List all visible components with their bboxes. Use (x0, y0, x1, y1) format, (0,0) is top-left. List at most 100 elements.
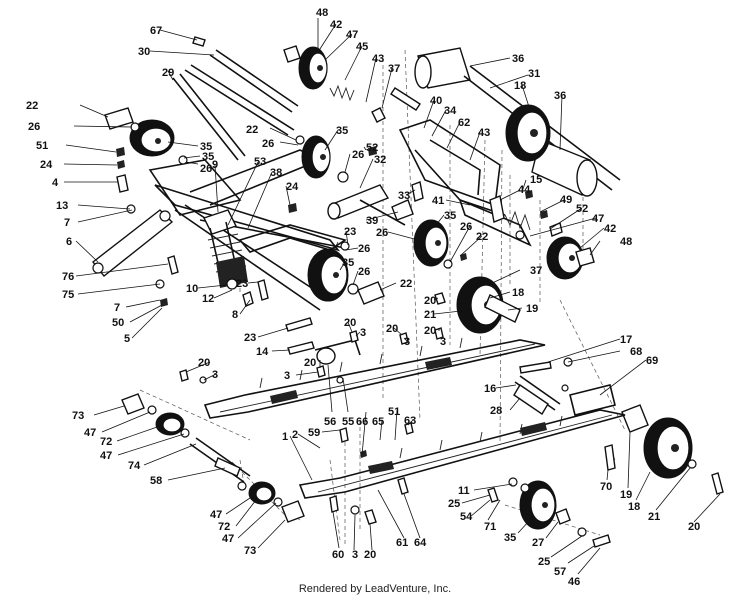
callout-35: 35 (504, 532, 516, 544)
callout-20: 20 (386, 323, 398, 335)
callout-18: 18 (514, 80, 526, 92)
callout-70: 70 (600, 481, 612, 493)
callout-7: 7 (114, 302, 120, 314)
callout-26: 26 (460, 221, 472, 233)
callout-26: 26 (358, 243, 370, 255)
callout-17: 17 (620, 334, 632, 346)
callout-29: 29 (162, 67, 174, 79)
callout-72: 72 (218, 521, 230, 533)
callout-37: 37 (530, 265, 542, 277)
callout-65: 65 (372, 416, 384, 428)
callout-20: 20 (688, 521, 700, 533)
callout-53: 53 (254, 156, 266, 168)
callout-75: 75 (62, 289, 74, 301)
callout-38: 38 (270, 167, 282, 179)
callout-3: 3 (212, 369, 218, 381)
callout-24: 24 (40, 159, 53, 171)
callout-3: 3 (404, 336, 410, 348)
callout-19: 19 (620, 489, 632, 501)
callout-9: 9 (212, 159, 218, 171)
callout-76: 76 (62, 271, 74, 283)
callout-43: 43 (478, 127, 490, 139)
callout-31: 31 (528, 68, 540, 80)
callout-40: 40 (430, 95, 442, 107)
callout-labels: 67 48 42 47 45 30 43 37 36 31 18 36 29 2… (26, 7, 700, 588)
suspension-arms (92, 119, 532, 311)
callout-60: 60 (332, 549, 344, 561)
callout-34: 34 (444, 105, 457, 117)
callout-8: 8 (232, 309, 238, 321)
callout-19: 19 (526, 303, 538, 315)
callout-52: 52 (366, 142, 378, 154)
callout-51: 51 (388, 406, 400, 418)
callout-20: 20 (304, 357, 316, 369)
callout-52: 52 (576, 203, 588, 215)
callout-72: 72 (100, 436, 112, 448)
callout-6: 6 (66, 236, 72, 248)
callout-26: 26 (376, 227, 388, 239)
callout-66: 66 (356, 416, 368, 428)
callout-3: 3 (360, 327, 366, 339)
callout-20: 20 (344, 317, 356, 329)
callout-22: 22 (26, 100, 38, 112)
callout-39: 39 (366, 215, 378, 227)
callout-35: 35 (444, 210, 456, 222)
callout-3: 3 (352, 549, 358, 561)
callout-36: 36 (512, 53, 524, 65)
callout-37: 37 (388, 63, 400, 75)
callout-25: 25 (448, 498, 460, 510)
callout-54: 54 (460, 511, 473, 523)
callout-15: 15 (530, 174, 542, 186)
callout-26: 26 (200, 163, 212, 175)
callout-28: 28 (490, 405, 502, 417)
callout-44: 44 (518, 184, 531, 196)
callout-35: 35 (342, 257, 354, 269)
shock-absorber (203, 84, 531, 290)
callout-61: 61 (396, 537, 408, 549)
callout-36: 36 (554, 90, 566, 102)
callout-21: 21 (424, 309, 436, 321)
leader-lines (63, 18, 721, 575)
callout-1: 1 (282, 431, 288, 443)
callout-68: 68 (630, 346, 642, 358)
hardware (116, 36, 724, 548)
callout-21: 21 (648, 511, 660, 523)
callout-18: 18 (628, 501, 640, 513)
callout-59: 59 (308, 427, 320, 439)
callout-42: 42 (330, 19, 342, 31)
callout-35: 35 (202, 151, 214, 163)
callout-56: 56 (324, 416, 336, 428)
callout-47: 47 (100, 450, 112, 462)
callout-25: 25 (538, 556, 550, 568)
callout-13: 13 (56, 200, 68, 212)
callout-41: 41 (432, 195, 444, 207)
callout-20: 20 (364, 549, 376, 561)
callout-26: 26 (352, 149, 364, 161)
callout-7: 7 (64, 217, 70, 229)
callout-11: 11 (458, 485, 470, 497)
callout-14: 14 (256, 346, 269, 358)
callout-74: 74 (128, 460, 141, 472)
callout-5: 5 (124, 333, 130, 345)
callout-22: 22 (476, 231, 488, 243)
callout-63: 63 (404, 415, 416, 427)
callout-64: 64 (414, 537, 427, 549)
slide-rails (203, 337, 626, 499)
callout-2: 2 (292, 429, 298, 441)
callout-22: 22 (400, 278, 412, 290)
callout-50: 50 (112, 317, 124, 329)
callout-45: 45 (356, 41, 368, 53)
callout-47: 47 (84, 427, 96, 439)
callout-71: 71 (484, 521, 496, 533)
callout-33: 33 (398, 190, 410, 202)
callout-23: 23 (344, 226, 356, 238)
callout-58: 58 (150, 475, 162, 487)
callout-4: 4 (52, 177, 59, 189)
callout-51: 51 (36, 140, 48, 152)
callout-3: 3 (440, 336, 446, 348)
callout-10: 10 (186, 283, 198, 295)
shafts (104, 47, 649, 523)
callout-49: 49 (560, 194, 572, 206)
